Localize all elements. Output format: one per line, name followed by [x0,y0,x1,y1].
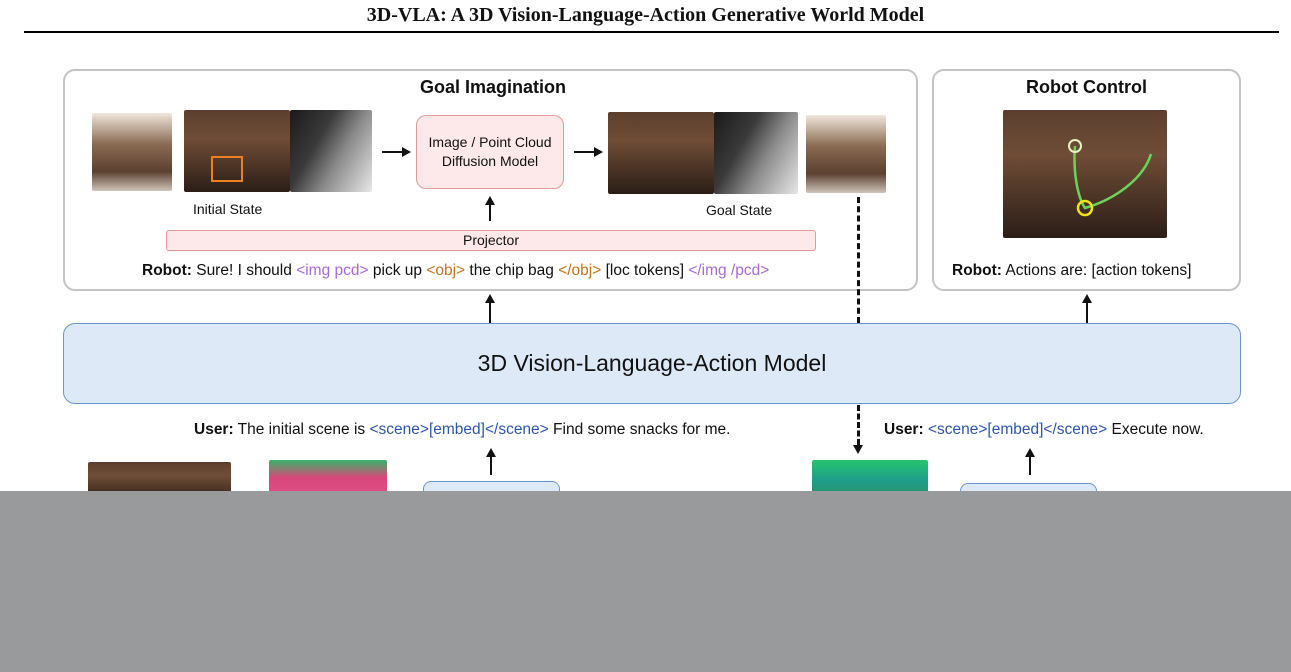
user-right-speaker: User: [884,421,924,438]
obj-close-tag: </obj> [558,262,602,279]
header-rule [24,31,1279,33]
goal-robot-response: Robot: Sure! I should <img pcd> pick up … [142,262,769,280]
diffusion-model-box: Image / Point Cloud Diffusion Model [416,115,564,189]
control-robot-speaker: Robot: [952,262,1002,279]
model-to-goal-arrow [489,301,491,323]
initial-point-cloud-image [92,113,172,191]
occlusion-overlay [0,491,1291,672]
start-marker [1068,139,1082,153]
user-left-text-1: The initial scene is [233,421,370,438]
arrow-to-diffusion-head [402,147,411,157]
input-right-arrow [1029,455,1031,475]
model-to-control-arrow [1086,301,1088,323]
obj-open-tag: <obj> [426,262,466,279]
robot-text-3: the chip bag [465,262,559,279]
robot-speaker: Robot: [142,262,192,279]
projector-bar: Projector [166,230,816,251]
robot-text-4: [loc tokens] [601,262,689,279]
control-robot-text: Actions are: [action tokens] [1001,262,1192,279]
vla-model-box: 3D Vision-Language-Action Model [63,323,1241,404]
control-robot-response: Robot: Actions are: [action tokens] [952,262,1191,280]
goal-state-label: Goal State [706,202,773,218]
user-right-prompt: User: <scene>[embed]</scene> Execute now… [884,421,1204,439]
dashed-arrow-head [853,445,863,454]
user-left-scene-tag: <scene>[embed]</scene> [369,421,549,438]
model-to-goal-arrow-head [485,294,495,303]
goal-to-input-dashed-line [857,197,860,323]
initial-state-label: Initial State [193,201,263,217]
user-left-speaker: User: [194,421,234,438]
initial-depth-image [290,110,372,192]
input-left-arrow-head [486,448,496,457]
arrow-from-diffusion-head [594,147,603,157]
user-right-scene-tag: <scene>[embed]</scene> [927,421,1108,438]
model-to-control-arrow-head [1082,294,1092,303]
robot-control-title: Robot Control [1026,77,1147,97]
user-right-text: Execute now. [1107,421,1204,438]
robot-control-image [1003,110,1167,238]
goal-imagination-title: Goal Imagination [419,77,566,97]
trajectory-overlay [1068,139,1153,217]
goal-point-cloud-image [806,115,886,193]
target-bounding-box [211,156,243,182]
end-marker [1076,199,1094,217]
input-right-arrow-head [1025,448,1035,457]
user-left-prompt: User: The initial scene is <scene>[embed… [194,421,731,439]
projector-arrow-head [485,196,495,205]
img-pcd-close-tag: </img /pcd> [688,262,770,279]
projector-arrow [489,203,491,221]
arrow-to-diffusion [382,151,404,153]
input-left-arrow [490,455,492,475]
arrow-from-diffusion [574,151,596,153]
robot-text-1: Sure! I should [191,262,297,279]
img-pcd-open-tag: <img pcd> [296,262,369,279]
page-header: 3D-VLA: A 3D Vision-Language-Action Gene… [366,4,925,26]
goal-rgb-image [608,112,714,194]
user-left-text-2: Find some snacks for me. [548,421,731,438]
goal-depth-image [714,112,798,194]
trajectory-path [1073,145,1153,210]
initial-rgb-image [184,110,290,192]
goal-to-input-dashed-line-lower [857,405,860,445]
robot-text-2: pick up [368,262,427,279]
